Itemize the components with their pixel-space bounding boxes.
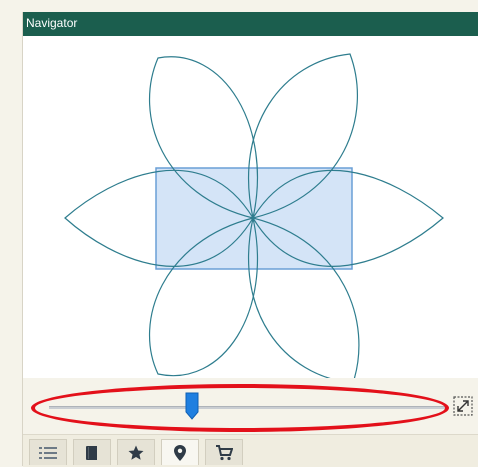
fit-to-window-icon[interactable] bbox=[453, 396, 473, 416]
flower-outline bbox=[64, 53, 444, 378]
navigator-panel: Navigator bbox=[22, 12, 478, 467]
petal-top-right bbox=[248, 53, 358, 219]
cart-icon bbox=[216, 444, 233, 460]
petal-bottom-left bbox=[149, 217, 258, 377]
panel-title: Navigator bbox=[23, 12, 478, 36]
panel-tab-bar bbox=[23, 434, 478, 467]
tab-location[interactable] bbox=[161, 439, 199, 465]
list-icon bbox=[39, 446, 57, 459]
star-icon bbox=[128, 445, 144, 460]
tab-cart[interactable] bbox=[205, 439, 243, 465]
zoom-slider-track[interactable] bbox=[49, 406, 447, 409]
petal-right bbox=[252, 169, 444, 267]
petal-left bbox=[64, 169, 254, 267]
petal-top-left bbox=[149, 56, 258, 219]
book-icon bbox=[86, 445, 97, 460]
petal-bottom-right bbox=[248, 217, 360, 378]
zoom-slider-thumb[interactable] bbox=[185, 392, 199, 420]
tab-favorites[interactable] bbox=[117, 439, 155, 465]
design-preview bbox=[64, 53, 444, 378]
tab-list[interactable] bbox=[29, 439, 67, 465]
navigator-preview[interactable] bbox=[23, 36, 478, 378]
tab-book[interactable] bbox=[73, 439, 111, 465]
location-pin-icon bbox=[174, 444, 186, 461]
zoom-bar bbox=[23, 378, 478, 434]
